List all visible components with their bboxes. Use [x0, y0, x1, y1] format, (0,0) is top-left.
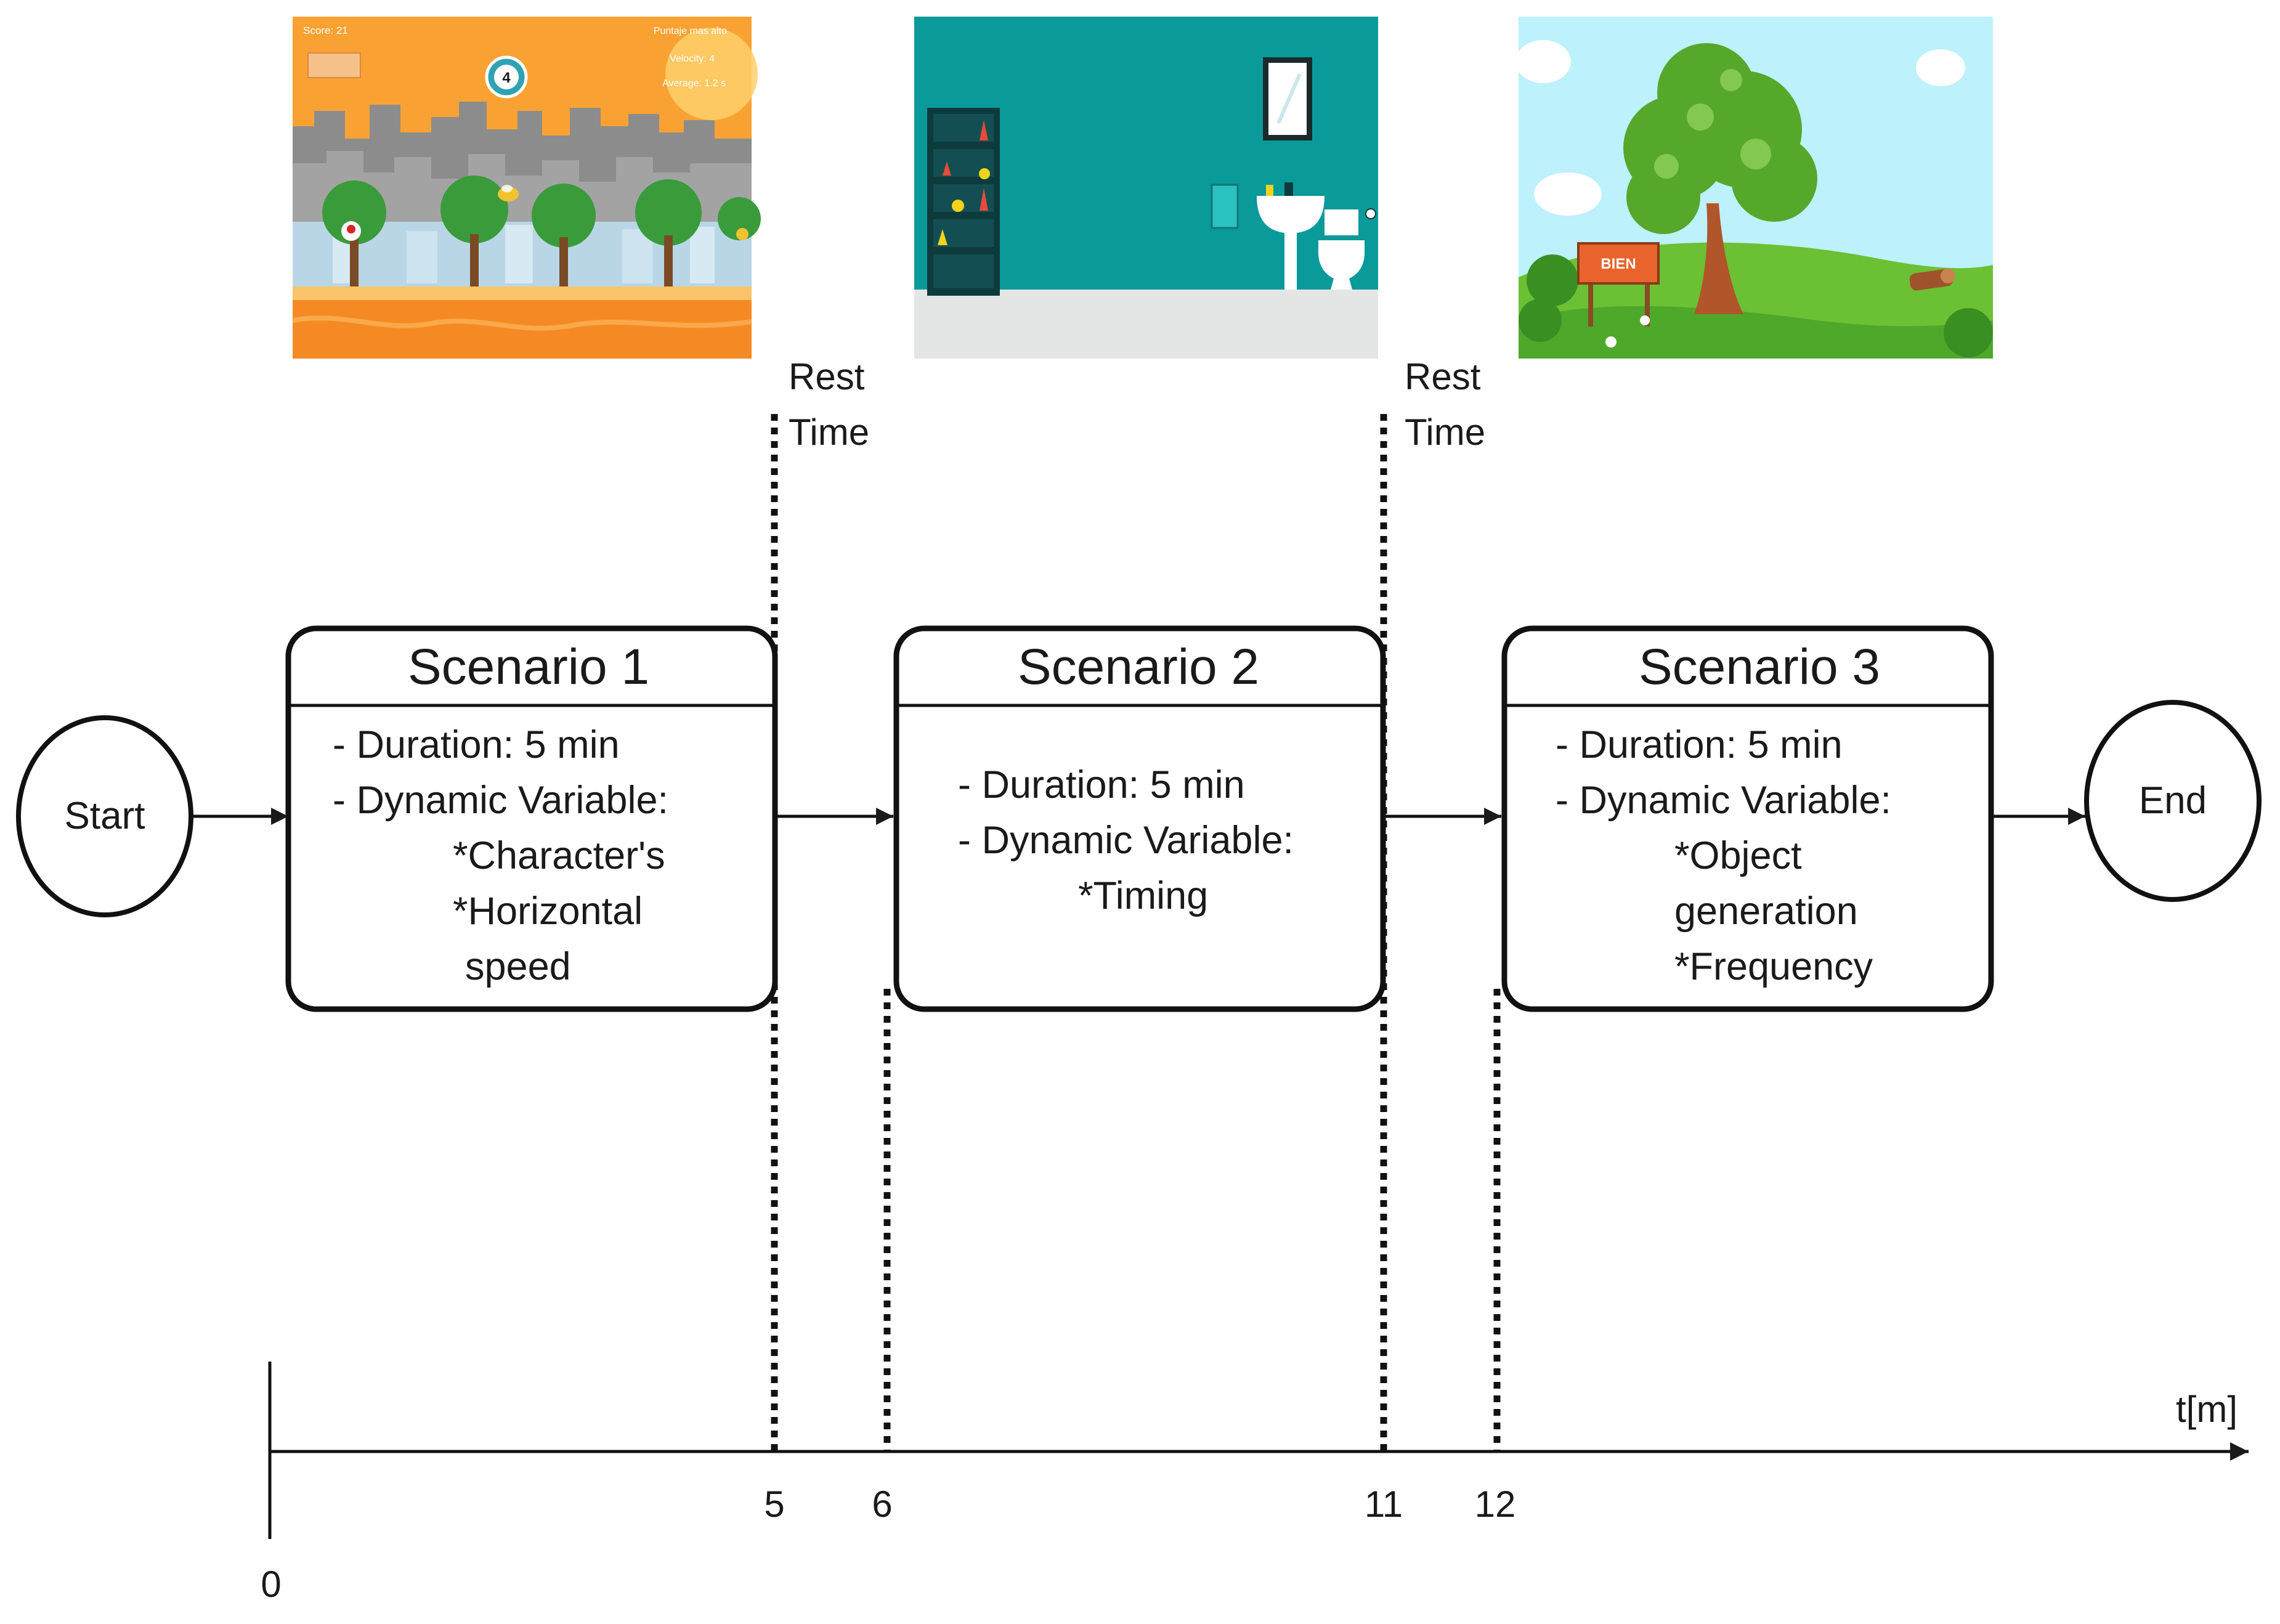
start-node: Start [16, 715, 193, 917]
scenario-2-box: Scenario 2 - Duration: 5 min - Dynamic V… [893, 625, 1386, 1012]
sink [1257, 196, 1325, 290]
toilet [1318, 208, 1376, 290]
game-level-badge-text: 4 [502, 70, 511, 86]
scenario-1-line-5: speed [465, 945, 571, 988]
time-axis: t[m] 0 5 6 11 12 [261, 1362, 2249, 1605]
start-label: Start [65, 795, 145, 837]
game-hud-right-3: Average: 1.2 s [662, 78, 726, 89]
time-tick-11: 11 [1365, 1484, 1403, 1525]
rest-time-2-line-1: Rest [1405, 356, 1481, 397]
scenario-2-line-1: - Duration: 5 min [958, 763, 1245, 806]
scenario-3-title: Scenario 3 [1639, 639, 1880, 695]
game-hud-right-1: Puntaje mas alto [654, 26, 727, 36]
scenario-3-line-1: - Duration: 5 min [1556, 723, 1843, 766]
towel [1211, 184, 1239, 229]
game-hud-score: Score: 21 [303, 25, 348, 36]
scenario-2-thumbnail [914, 17, 1378, 359]
scenario-3-box: Scenario 3 - Duration: 5 min - Dynamic V… [1501, 625, 1994, 1012]
scenario-1-line-3: *Character's [453, 834, 665, 877]
game-hud-right-2: Velocity: 4 [670, 54, 715, 64]
time-tick-6: 6 [872, 1484, 892, 1525]
scenario-2-line-2: - Dynamic Variable: [958, 819, 1294, 862]
scenario-1-title: Scenario 1 [408, 639, 649, 695]
scenario-3-line-3: *Object [1674, 834, 1802, 877]
end-label: End [2139, 779, 2207, 822]
park-sign: BIEN [1577, 242, 1660, 327]
game-hud-button [307, 52, 361, 78]
rest-time-2-line-2: Time [1405, 412, 1485, 453]
scenario-1-box: Scenario 1 - Duration: 5 min - Dynamic V… [285, 625, 778, 1012]
time-tick-5: 5 [764, 1484, 784, 1525]
scenario-3-line-5: *Frequency [1674, 945, 1873, 988]
scenario-1-line-4: *Horizontal [453, 890, 643, 933]
scenario-1-thumbnail: Score: 21 Puntaje mas alto Velocity: 4 A… [292, 17, 761, 359]
scenario-1-line-1: - Duration: 5 min [333, 723, 620, 766]
scenario-2-line-3: *Timing [1078, 874, 1208, 917]
scenario-3-line-2: - Dynamic Variable: [1556, 779, 1891, 822]
rest-time-1-line-2: Time [789, 412, 869, 453]
park-sign-text: BIEN [1600, 256, 1636, 272]
time-axis-label: t[m] [2176, 1389, 2237, 1430]
scenario-2-title: Scenario 2 [1018, 639, 1259, 695]
time-tick-12: 12 [1475, 1484, 1516, 1525]
scenario-3-line-4: generation [1674, 890, 1858, 933]
scenario-1-line-2: - Dynamic Variable: [333, 779, 668, 822]
scenario-3-thumbnail: BIEN [1515, 17, 1993, 359]
time-axis-origin: 0 [261, 1564, 281, 1605]
end-node: End [2084, 700, 2262, 902]
rest-time-1-line-1: Rest [789, 356, 865, 397]
